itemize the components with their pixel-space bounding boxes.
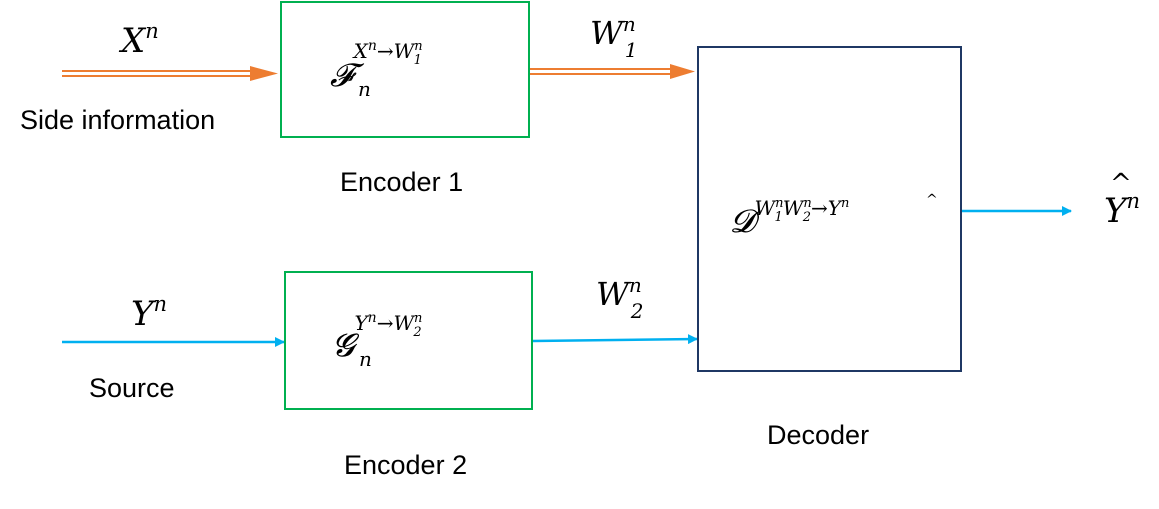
encoder1-box[interactable] [280, 1, 530, 138]
decoder-box[interactable] [697, 46, 962, 372]
side-information-arrow [62, 66, 278, 81]
source-symbol: Yn [131, 292, 167, 334]
decoder-caption: Decoder [767, 420, 869, 450]
w1-arrow [530, 64, 695, 79]
encoder2-caption: Encoder 2 [344, 450, 467, 480]
encoder1-caption: Encoder 1 [340, 167, 463, 197]
output-symbol: Yn [1104, 189, 1140, 231]
decoder-output-hat: ^ [926, 192, 938, 208]
output-hat: ^ [1110, 169, 1132, 199]
source-label: Source [89, 373, 175, 403]
side-information-label: Side information [20, 105, 215, 135]
w2-arrow [532, 334, 698, 345]
side-information-symbol: Xn [118, 19, 159, 61]
encoder2-box[interactable] [284, 271, 533, 410]
